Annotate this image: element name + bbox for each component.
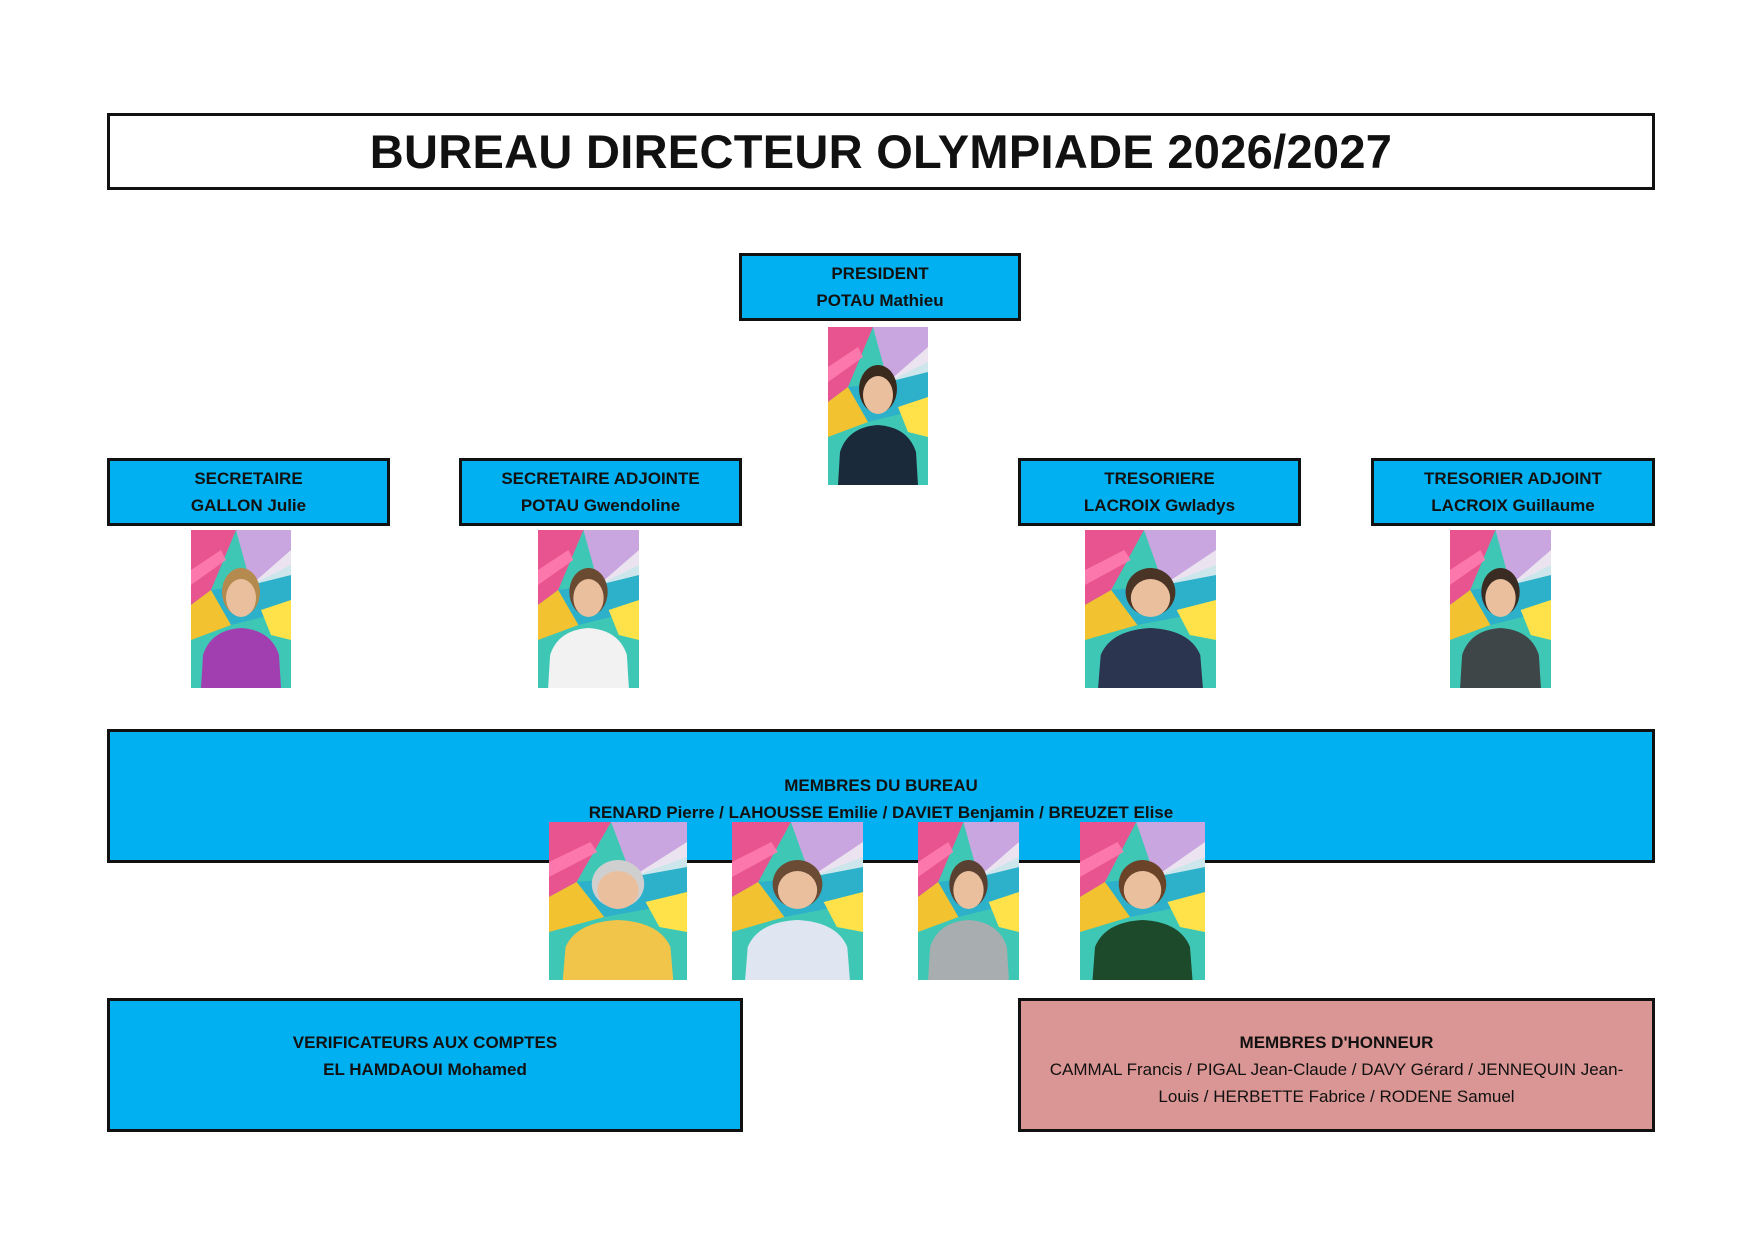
secretaire-box: SECRETAIRE GALLON Julie [107, 458, 390, 526]
photo-renard [549, 822, 687, 980]
verificateurs-name: EL HAMDAOUI Mohamed [323, 1060, 527, 1079]
membres-bureau-names: RENARD Pierre / LAHOUSSE Emilie / DAVIET… [588, 803, 1174, 822]
tresoriere-name: LACROIX Gwladys [1083, 496, 1236, 515]
tresorier-adjoint-box: TRESORIER ADJOINT LACROIX Guillaume [1371, 458, 1655, 526]
secretaire-name: GALLON Julie [190, 496, 307, 515]
membres-honneur-title: MEMBRES D'HONNEUR [1239, 1033, 1434, 1052]
photo-daviet [918, 822, 1019, 980]
tresorier-adjoint-name: LACROIX Guillaume [1431, 496, 1595, 515]
page-title-box: BUREAU DIRECTEUR OLYMPIADE 2026/2027 [107, 113, 1655, 190]
tresorier-adjoint-role: TRESORIER ADJOINT [1424, 469, 1602, 488]
photo-lahousse [732, 822, 863, 980]
verificateurs-title: VERIFICATEURS AUX COMPTES [292, 1033, 558, 1052]
membres-honneur-names-line1: CAMMAL Francis / PIGAL Jean-Claude / DAV… [1049, 1060, 1624, 1079]
page-title: BUREAU DIRECTEUR OLYMPIADE 2026/2027 [369, 125, 1393, 178]
president-role: PRESIDENT [831, 264, 929, 283]
photo-secretaire-adjointe [538, 530, 639, 688]
secretaire-adjointe-name: POTAU Gwendoline [520, 496, 681, 515]
photo-tresoriere [1085, 530, 1216, 688]
membres-bureau-title: MEMBRES DU BUREAU [784, 776, 978, 795]
tresoriere-box: TRESORIERE LACROIX Gwladys [1018, 458, 1301, 526]
tresoriere-role: TRESORIERE [1104, 469, 1215, 488]
photo-breuzet [1080, 822, 1205, 980]
photo-president [828, 327, 928, 485]
membres-bureau-box: MEMBRES DU BUREAU RENARD Pierre / LAHOUS… [107, 729, 1655, 863]
secretaire-adjointe-role: SECRETAIRE ADJOINTE [501, 469, 700, 488]
membres-honneur-names-line2: Louis / HERBETTE Fabrice / RODENE Samuel [1158, 1087, 1515, 1106]
president-name: POTAU Mathieu [816, 291, 944, 310]
president-box: PRESIDENT POTAU Mathieu [739, 253, 1021, 321]
verificateurs-box: VERIFICATEURS AUX COMPTES EL HAMDAOUI Mo… [107, 998, 743, 1132]
photo-tresorier-adjoint [1450, 530, 1551, 688]
photo-secretaire [191, 530, 291, 688]
membres-honneur-box: MEMBRES D'HONNEUR CAMMAL Francis / PIGAL… [1018, 998, 1655, 1132]
secretaire-role: SECRETAIRE [194, 469, 303, 488]
secretaire-adjointe-box: SECRETAIRE ADJOINTE POTAU Gwendoline [459, 458, 742, 526]
